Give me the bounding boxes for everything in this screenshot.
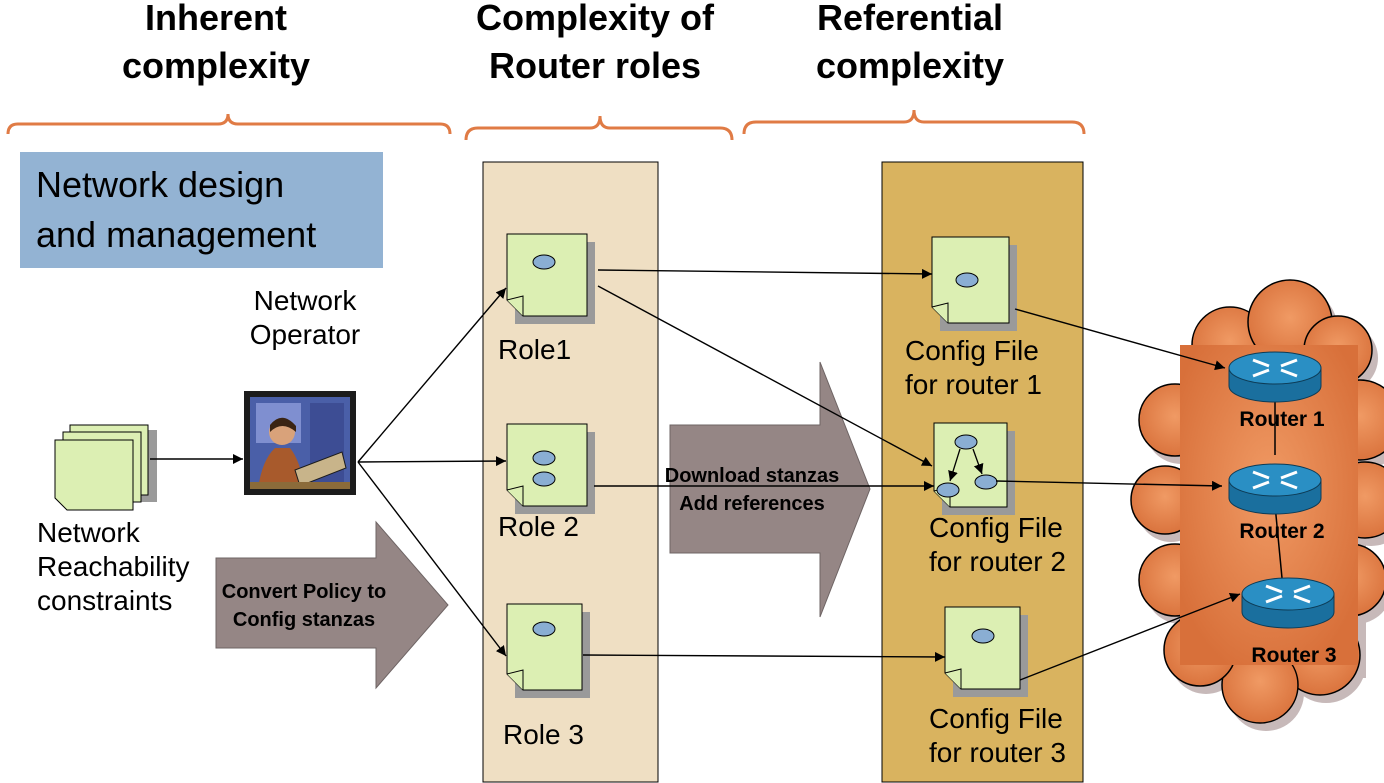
oval-icon	[955, 272, 979, 288]
oval-icon	[936, 482, 960, 498]
router-label-1: Router 1	[1239, 408, 1325, 431]
bracket-inherent	[6, 113, 452, 135]
convert-arrow-shape	[215, 520, 449, 690]
router1-icon	[1228, 351, 1322, 403]
arrow-role3-to-config3	[582, 651, 946, 662]
constraints-label: Network Reachability constraints	[37, 516, 217, 618]
header-roles-line1: Complexity of	[475, 0, 715, 38]
config-label-1-line2: for router 1	[905, 369, 1042, 400]
header-inherent: Inherent complexity	[96, 0, 336, 90]
oval-icon	[974, 474, 998, 490]
network-design-box: Network design and management	[20, 152, 383, 268]
role2-document-icon	[506, 423, 595, 514]
router2-icon	[1228, 463, 1322, 515]
role-label-2: Role 2	[498, 511, 579, 542]
arrow-config1-to-router1	[1014, 308, 1226, 371]
network-design-line2: and management	[36, 214, 317, 255]
document-stack-icon	[54, 424, 157, 511]
oval-icon	[954, 434, 978, 450]
role3-document-icon	[506, 603, 590, 698]
arrow-config3-to-router3	[1019, 592, 1241, 681]
header-inherent-line2: complexity	[121, 45, 311, 86]
bracket-referential	[742, 109, 1086, 135]
operator-label-line2: Operator	[249, 319, 361, 350]
config-label-2: Config File for router 2	[929, 511, 1066, 579]
header-referential-line1: Referential	[816, 0, 1004, 38]
constraints-label-line1: Network	[37, 517, 140, 548]
convert-arrow-line2: Config stanzas	[232, 609, 376, 631]
config-label-2-line2: for router 2	[929, 546, 1066, 577]
config3-document-icon	[944, 606, 1028, 697]
operator-label-line1: Network	[253, 285, 357, 316]
config1-document-icon	[931, 236, 1017, 331]
header-roles: Complexity of Router roles	[450, 0, 740, 90]
operator-label: Network Operator	[220, 284, 390, 352]
arrow-role1-to-config2	[597, 285, 933, 467]
oval-icon	[532, 471, 556, 487]
convert-arrow-line1: Convert Policy to	[221, 581, 387, 603]
download-arrow-label: Download stanzas Add references	[652, 462, 852, 518]
role-label-1: Role1	[498, 334, 572, 365]
oval-icon	[532, 254, 556, 270]
router-label-2: Router 2	[1239, 520, 1325, 543]
config2-document-icon	[933, 422, 1015, 515]
constraints-label-line3: constraints	[37, 585, 173, 616]
header-referential-line2: complexity	[815, 45, 1005, 86]
header-referential: Referential complexity	[780, 0, 1040, 90]
role-label-3: Role 3	[503, 719, 584, 750]
oval-icon	[532, 621, 556, 637]
bracket-roles	[464, 115, 734, 141]
oval-icon	[532, 450, 556, 466]
arrow-operator-to-role3	[357, 461, 507, 657]
network-operator-icon	[244, 391, 356, 495]
arrow-operator-to-role2	[357, 456, 507, 467]
header-inherent-line1: Inherent	[144, 0, 287, 38]
header-roles-line2: Router roles	[488, 45, 702, 86]
config-label-2-line1: Config File	[929, 512, 1063, 543]
download-arrow-line2: Add references	[679, 493, 825, 515]
config-label-3-line2: for router 3	[929, 737, 1066, 768]
arrow-config2-to-router2	[995, 480, 1223, 491]
router-link-2-3	[1274, 504, 1283, 579]
network-design-line1: Network design	[36, 164, 285, 205]
convert-arrow-label: Convert Policy to Config stanzas	[214, 578, 394, 634]
router-label-3: Router 3	[1251, 644, 1337, 667]
download-arrow-shape	[669, 361, 871, 618]
config-label-1-line1: Config File	[905, 335, 1039, 366]
router3-icon	[1241, 577, 1335, 629]
constraints-label-line2: Reachability	[37, 551, 190, 582]
config-label-3-line1: Config File	[929, 703, 1063, 734]
flow-arrows	[150, 268, 1241, 681]
arrow-role1-to-config1	[597, 268, 933, 279]
oval-icon	[971, 628, 995, 644]
config-label-1: Config File for router 1	[905, 334, 1042, 402]
config-label-3: Config File for router 3	[929, 702, 1066, 770]
role1-document-icon	[506, 233, 595, 324]
download-arrow-line1: Download stanzas	[664, 465, 840, 487]
arrow-operator-to-role1	[357, 287, 507, 463]
